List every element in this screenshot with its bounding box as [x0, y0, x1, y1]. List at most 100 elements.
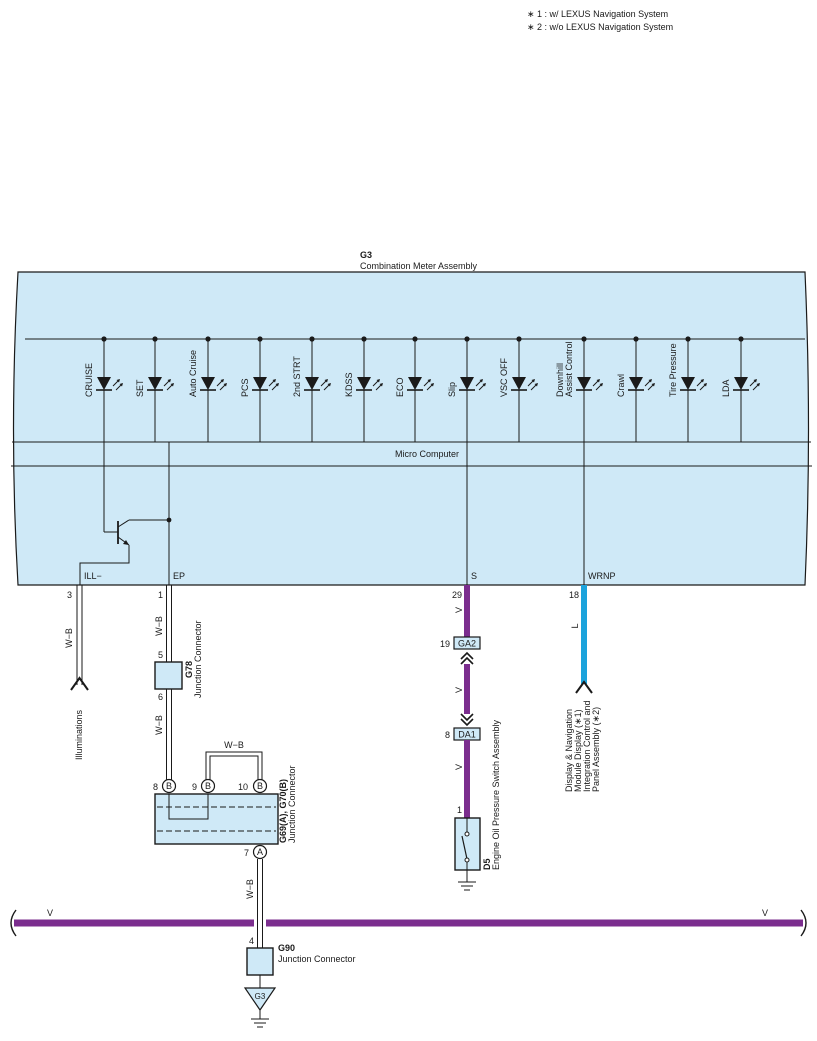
ga2-connector	[453, 636, 481, 650]
g78-connector	[154, 661, 183, 690]
transistor-collector	[117, 519, 130, 528]
pin-9-letter: B	[205, 781, 211, 791]
pin-g90: 4	[249, 936, 254, 946]
indicator-lamp-cruise	[96, 336, 123, 442]
led-ray-head	[700, 379, 704, 383]
d5-name: Engine Oil Pressure Switch Assembly	[491, 719, 501, 870]
pin-j9: 9	[192, 782, 197, 792]
pin-g78-in: 5	[158, 650, 163, 660]
meter-name: Combination Meter Assembly	[360, 261, 478, 271]
pin-8-letter: B	[166, 781, 172, 791]
note-1: ∗ 1 : w/ LEXUS Navigation System	[527, 9, 668, 19]
led-ray-head	[596, 379, 600, 383]
led-ray-head	[327, 383, 331, 387]
indicator-label-lda: LDA	[721, 379, 731, 397]
terminal-ep: EP	[173, 571, 185, 581]
navigation-arrow	[575, 680, 593, 694]
pin-ep: 1	[158, 590, 163, 600]
indicator-lamps	[96, 336, 760, 442]
led-ray-head	[324, 379, 328, 383]
g90-code: G90	[278, 943, 295, 953]
ga2-chevron-2	[460, 656, 474, 665]
led-ray-head	[756, 383, 760, 387]
led-ray-head	[116, 379, 120, 383]
pin-d5: 1	[457, 805, 462, 815]
led-ray-head	[599, 383, 603, 387]
led-ray-head	[170, 383, 174, 387]
illuminations-arrow	[70, 676, 89, 691]
led-triangle	[305, 377, 319, 390]
led-triangle	[681, 377, 695, 390]
indicator-lamp-downhill-assist-control	[576, 336, 603, 442]
led-ray-head	[651, 383, 655, 387]
led-ray-head	[119, 383, 123, 387]
indicator-label-vsc-off: VSC OFF	[499, 357, 509, 397]
led-ray-head	[482, 383, 486, 387]
note-2: ∗ 2 : w/o LEXUS Navigation System	[527, 22, 673, 32]
indicator-label-crawl: Crawl	[616, 374, 626, 397]
led-triangle	[629, 377, 643, 390]
led-ray-head	[753, 379, 757, 383]
pin-10-letter: B	[257, 781, 263, 791]
led-triangle	[201, 377, 215, 390]
nav-dest-line-3: Integration Control and	[582, 700, 592, 792]
g69-code: G69(A), G70(B)	[278, 779, 288, 843]
pin-wrnp: 18	[569, 590, 579, 600]
indicator-label-2nd-strt: 2nd STRT	[292, 356, 302, 397]
l-label-wrnp: L	[570, 623, 580, 628]
da1-chevron-1	[460, 713, 474, 722]
pin-ill: 3	[67, 590, 72, 600]
indicator-label-slip: Slip	[447, 382, 457, 397]
meter-assembly-body	[12, 271, 810, 586]
indicator-lamp-eco	[407, 336, 434, 442]
pin-j10: 10	[238, 782, 248, 792]
v-label-bus-left: V	[47, 908, 53, 918]
led-triangle	[408, 377, 422, 390]
emitter-to-ill	[79, 545, 130, 585]
v-label-s-1: V	[454, 607, 464, 613]
indicator-label-downhill-assist-control: Assist Control	[564, 341, 574, 397]
indicator-label-cruise: CRUISE	[84, 363, 94, 397]
indicator-label-auto-cruise: Auto Cruise	[188, 350, 198, 397]
da1-code: DA1	[458, 730, 476, 740]
emitter-arrow	[123, 540, 129, 545]
terminal-wrnp: WRNP	[588, 571, 616, 581]
v-label-bus-right: V	[762, 908, 768, 918]
nav-dest-line-2: Module Display (∗1)	[573, 709, 583, 792]
led-ray-head	[220, 379, 224, 383]
pin-7-circle	[252, 844, 268, 860]
da1-chevron-2	[460, 718, 474, 727]
d5-contact-bottom	[464, 857, 470, 863]
pin-da1: 8	[445, 730, 450, 740]
d5-switch-lever	[461, 835, 468, 860]
d5-code: D5	[482, 858, 492, 870]
pin-10-circle	[252, 778, 268, 794]
g90-connector	[246, 947, 274, 976]
indicator-label-kdss: KDSS	[344, 372, 354, 397]
led-ray-head	[376, 379, 380, 383]
wb-label-ill: W−B	[64, 628, 74, 648]
pin-ga2: 19	[440, 639, 450, 649]
indicator-lamp-lda	[733, 336, 760, 442]
indicator-lamp-tire-pressure	[680, 336, 707, 442]
led-triangle	[148, 377, 162, 390]
wb-label-ep: W−B	[154, 616, 164, 636]
pin-9-circle	[200, 778, 216, 794]
illuminations-label: Illuminations	[74, 709, 84, 760]
g3-ground-code: G3	[255, 992, 266, 1001]
led-triangle	[577, 377, 591, 390]
pin-g78-out: 6	[158, 692, 163, 702]
wb-label-g69: W−B	[245, 879, 255, 899]
bus-break-left	[10, 909, 17, 937]
led-ray-head	[223, 383, 227, 387]
led-triangle	[734, 377, 748, 390]
indicator-label-pcs: PCS	[240, 378, 250, 397]
indicator-label-set: SET	[135, 379, 145, 397]
led-ray-head	[648, 379, 652, 383]
terminal-ill: ILL−	[84, 571, 102, 581]
wb-label-g78: W−B	[154, 715, 164, 735]
pin-8-circle	[161, 778, 177, 794]
led-triangle	[512, 377, 526, 390]
led-triangle	[97, 377, 111, 390]
